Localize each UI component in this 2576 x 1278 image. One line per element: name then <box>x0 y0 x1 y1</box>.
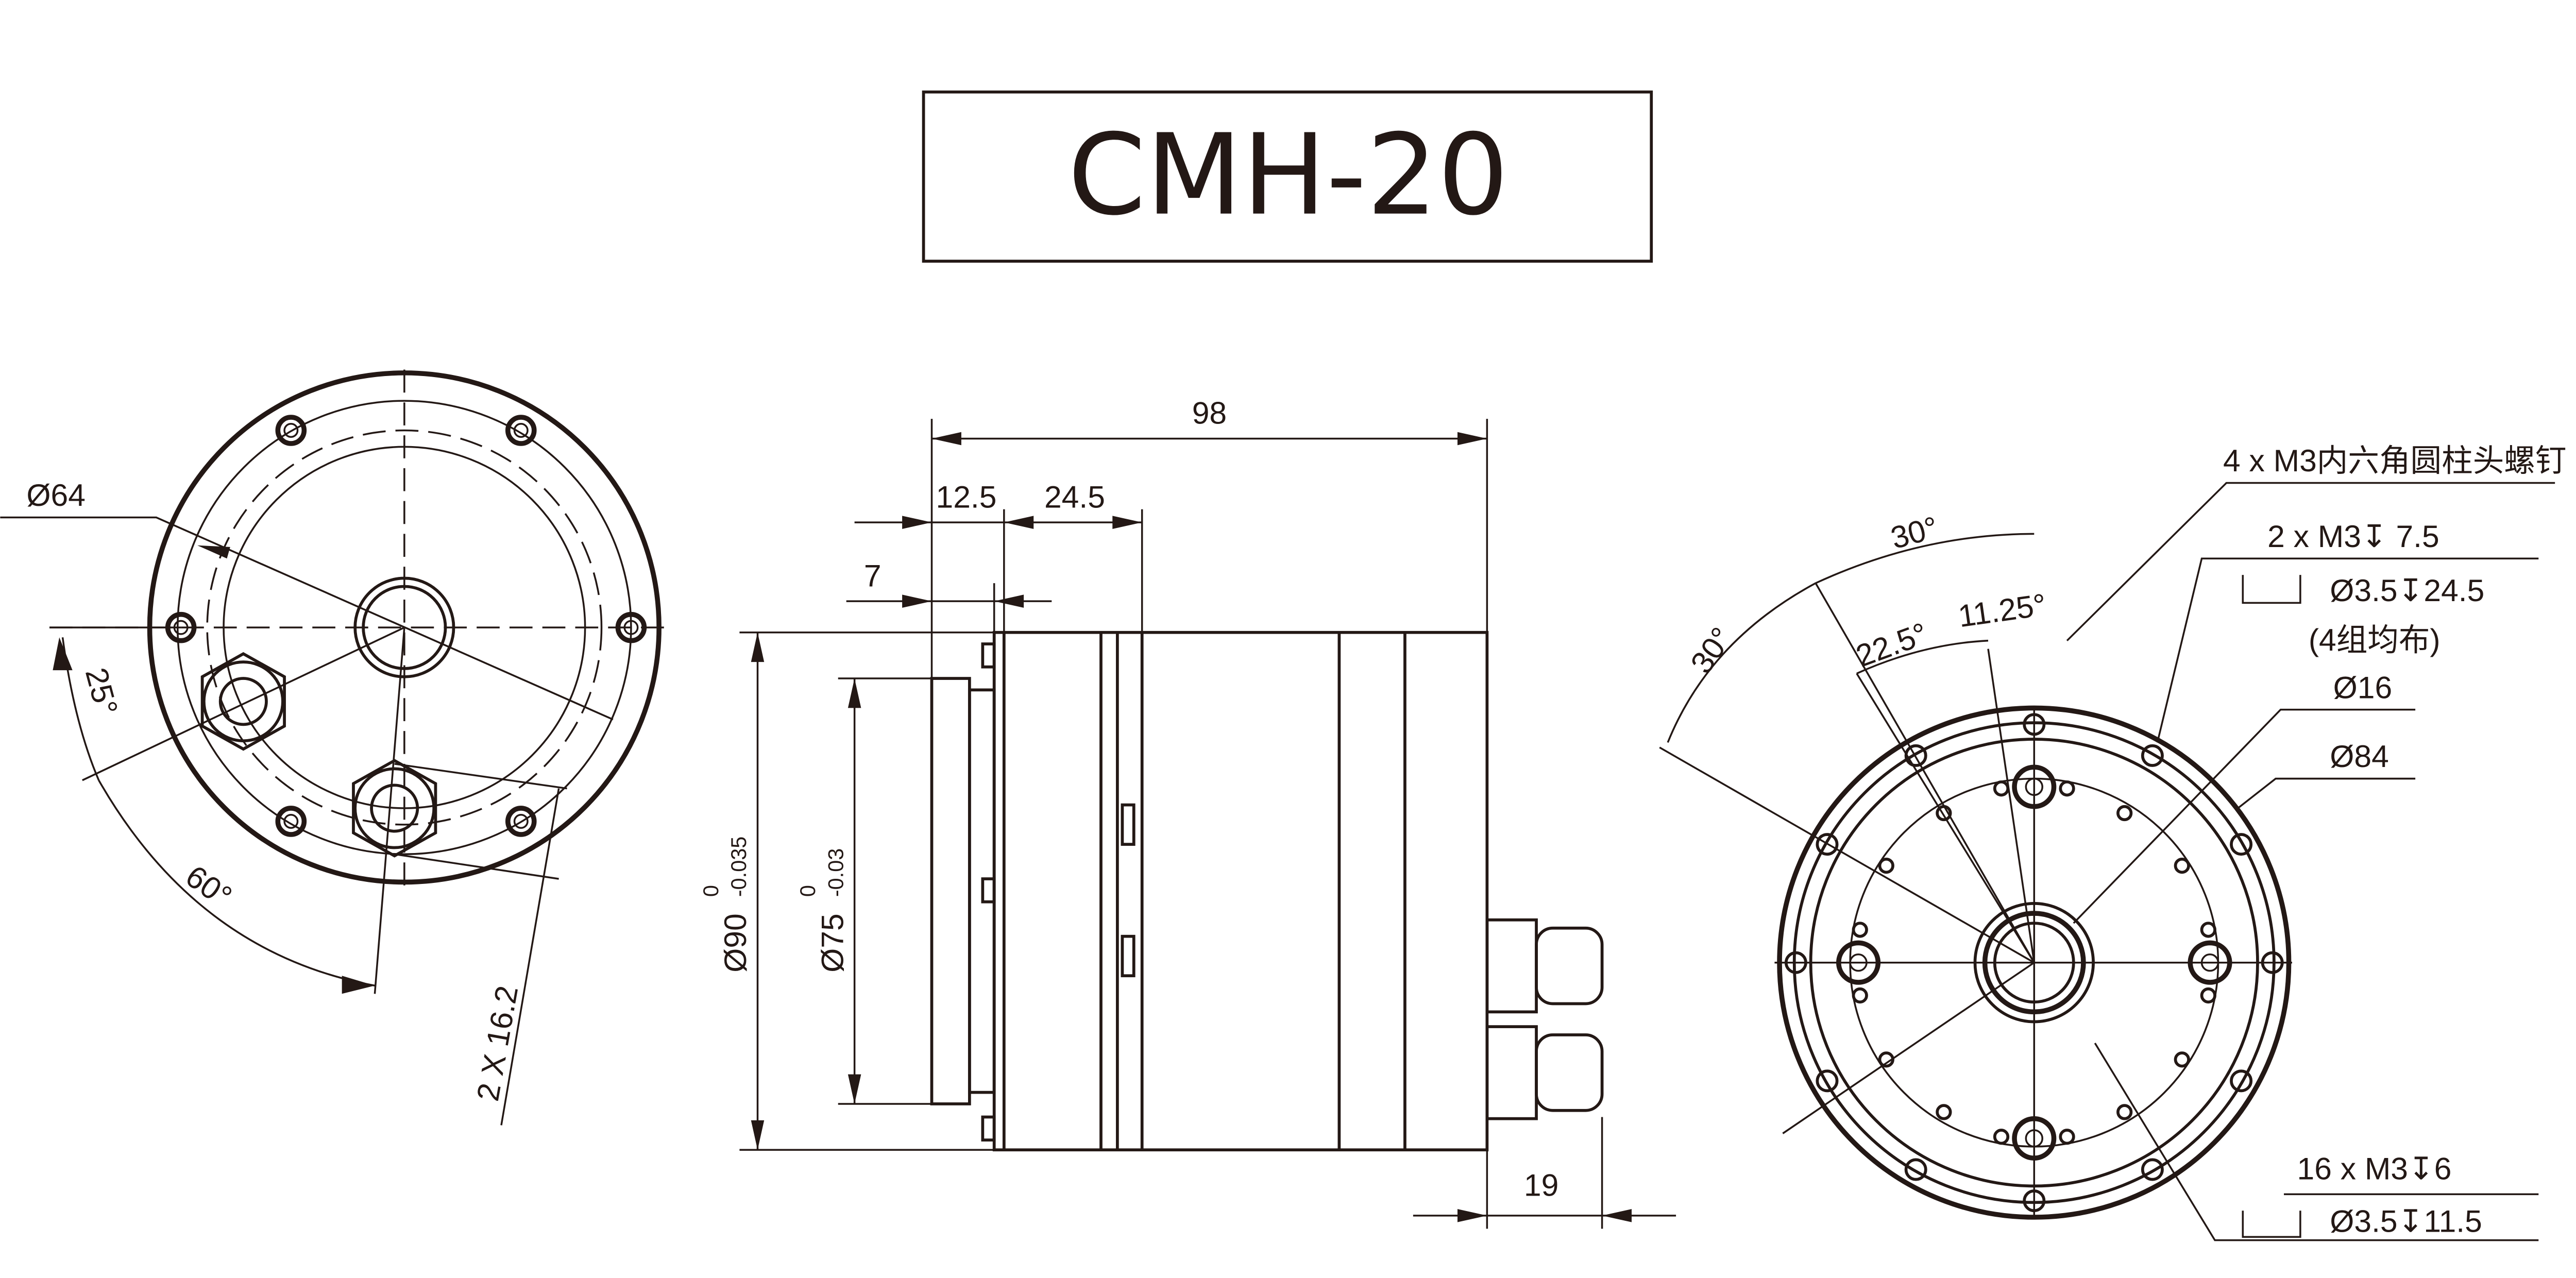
dia-16-label: Ø16 <box>2333 670 2393 705</box>
dia-90-label: Ø90 <box>718 913 753 973</box>
holes-counterbore-note: Ø3.5↧11.5 <box>2330 1204 2482 1239</box>
cable-gland-top <box>200 652 286 751</box>
dia-90-group: Ø90 0 -0.035 <box>699 837 753 973</box>
left-end-view: Ø64 25° 60° 2 X 16.2 <box>0 369 666 1126</box>
angle-30-left-label: 30° <box>1684 621 1739 679</box>
title-block: CMH-20 <box>922 90 1653 263</box>
holes-note: 16 x M3↧6 <box>2297 1151 2452 1186</box>
angle-30-top-label: 30° <box>1887 509 1942 555</box>
inner-holes <box>1836 764 2232 1161</box>
dia-75-tol-upper: 0 <box>795 885 820 897</box>
title-text: CMH-20 <box>1068 111 1509 241</box>
screws-note: 4 x M3内六角圆柱头螺钉 <box>2223 443 2566 478</box>
dia-75-group: Ø75 0 -0.03 <box>795 848 850 973</box>
dim-19-label: 19 <box>1524 1168 1558 1203</box>
dim-12-5-label: 12.5 <box>936 479 997 514</box>
angle-22-5-label: 22.5° <box>1851 616 1932 674</box>
gland-spacing-label: 2 X 16.2 <box>470 983 524 1103</box>
counterbore-icon-2 <box>2242 1211 2301 1238</box>
dim-7-label: 7 <box>864 558 882 593</box>
outer-holes <box>1784 713 2284 1213</box>
right-end-view: 30° 30° 22.5° 11.25° 4 x M3内六角圆柱头螺钉 2 x … <box>1659 443 2566 1241</box>
side-glands <box>1485 918 1604 1120</box>
angle-25-label: 25° <box>79 664 125 719</box>
dim-24-5-label: 24.5 <box>1044 479 1105 514</box>
dia-75-label: Ø75 <box>815 913 850 973</box>
group-note: (4组均布) <box>2309 622 2441 657</box>
counterbore-icon <box>2242 575 2301 604</box>
dia-64-label: Ø64 <box>26 478 86 513</box>
dia-90-tol-lower: -0.035 <box>726 837 751 897</box>
cable-gland-bottom <box>352 759 437 858</box>
counterbore-note: Ø3.5↧24.5 <box>2330 573 2484 608</box>
dia-90-tol-upper: 0 <box>699 885 723 897</box>
length-98-label: 98 <box>1192 396 1227 431</box>
side-view: 98 12.5 24.5 7 Ø90 0 -0.035 Ø75 0 -0.03 … <box>699 396 1676 1229</box>
angle-11-25-label: 11.25° <box>1956 587 2048 634</box>
dia-84-label: Ø84 <box>2330 739 2389 774</box>
angle-60-label: 60° <box>179 858 238 914</box>
dia-75-tol-lower: -0.03 <box>823 848 848 897</box>
thread-note: 2 x M3↧ 7.5 <box>2267 519 2439 554</box>
